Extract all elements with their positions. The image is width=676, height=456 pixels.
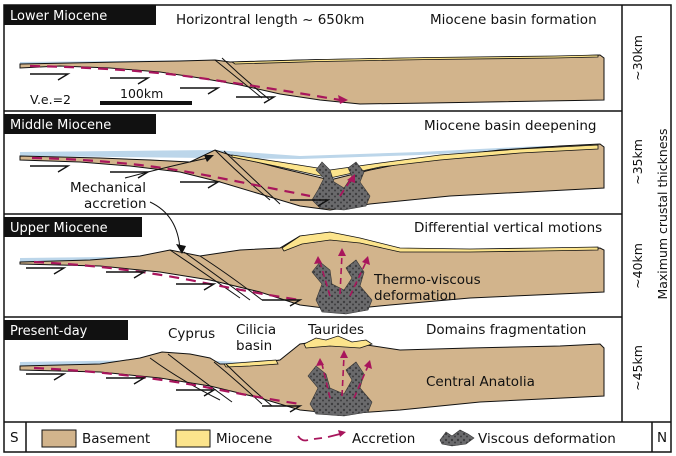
panel-upper-miocene: Upper Miocene Differential vertical moti… bbox=[4, 217, 604, 314]
panel-present-day: Present-day Domains fragmentation Cyprus… bbox=[4, 320, 604, 416]
scale-bar-label: 100km bbox=[120, 86, 163, 101]
thickness-label-middle: ~35km bbox=[630, 139, 645, 185]
legend-basement-label: Basement bbox=[82, 431, 150, 447]
mechanical-accretion-label-line2: accretion bbox=[84, 196, 147, 212]
thermo-viscous-label-line1: Thermo-viscous bbox=[373, 272, 481, 288]
stage-label: Middle Miocene bbox=[10, 118, 111, 133]
stage-label: Present-day bbox=[10, 324, 88, 339]
vertical-exaggeration: V.e.=2 bbox=[30, 92, 71, 107]
mechanical-accretion-label-line1: Mechanical bbox=[70, 180, 146, 196]
south-label: S bbox=[10, 430, 19, 446]
legend-miocene-label: Miocene bbox=[216, 431, 272, 447]
thickness-label-lower: ~30km bbox=[630, 35, 645, 81]
legend-accretion-swatch bbox=[328, 434, 340, 437]
basement-crust bbox=[20, 55, 604, 104]
cilicia-basin-label-line2: basin bbox=[236, 338, 272, 354]
legend-viscous-label: Viscous deformation bbox=[478, 431, 616, 447]
taurides-label: Taurides bbox=[307, 322, 364, 338]
panel-title: Domains fragmentation bbox=[426, 322, 586, 338]
legend-accretion-swatch bbox=[314, 438, 322, 439]
legend-miocene-swatch bbox=[176, 430, 210, 447]
thickness-label-present: ~45km bbox=[630, 345, 645, 391]
panel-title: Miocene basin formation bbox=[430, 12, 597, 28]
legend-basement-swatch bbox=[42, 430, 76, 447]
legend-viscous-swatch bbox=[440, 430, 474, 446]
horizontal-length-note: Horizontral length ~ 650km bbox=[176, 12, 364, 28]
cilicia-basin-label-line1: Cilicia bbox=[236, 322, 276, 338]
stage-label: Lower Miocene bbox=[10, 9, 107, 24]
thickness-column: ~30km ~35km ~40km ~45km Maximum crustal … bbox=[630, 35, 670, 391]
scale-bar bbox=[100, 101, 192, 105]
legend-accretion-label: Accretion bbox=[352, 431, 415, 447]
thickness-label-upper: ~40km bbox=[630, 243, 645, 289]
legend-accretion-arrowhead bbox=[338, 430, 346, 437]
central-anatolia-label: Central Anatolia bbox=[426, 374, 535, 390]
legend-accretion-swatch bbox=[298, 436, 308, 441]
thermo-viscous-label-line2: deformation bbox=[374, 288, 456, 304]
panel-lower-miocene: Lower Miocene Horizontral length ~ 650km… bbox=[4, 5, 604, 107]
panel-title: Differential vertical motions bbox=[414, 220, 602, 236]
panel-title: Miocene basin deepening bbox=[424, 118, 597, 134]
annotation-leader bbox=[150, 202, 180, 250]
cyprus-label: Cyprus bbox=[168, 326, 215, 342]
legend: S N Basement Miocene Accretion Viscous d… bbox=[10, 430, 667, 447]
stage-label: Upper Miocene bbox=[10, 221, 108, 236]
north-label: N bbox=[657, 430, 667, 446]
max-crustal-thickness-label: Maximum crustal thickness bbox=[655, 128, 670, 299]
